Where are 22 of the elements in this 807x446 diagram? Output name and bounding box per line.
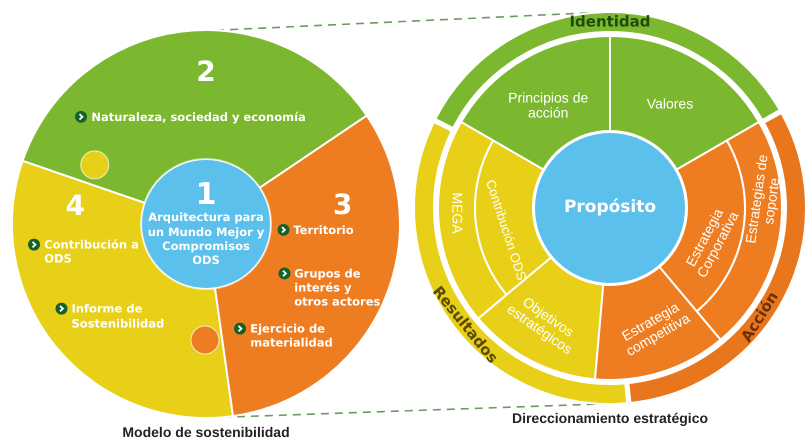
piece-label: MEGA: [450, 192, 464, 236]
bullet-text: Territorio: [293, 223, 354, 238]
piece-label: Principios de acción: [507, 90, 590, 120]
bullet-text: Ejercicio de materialidad: [250, 321, 334, 350]
ring-band: [435, 12, 780, 129]
band-label: Identidad: [569, 14, 651, 30]
piece-label: Estrategias de soporte: [742, 152, 783, 246]
puzzle-circle: [12, 30, 400, 418]
caption-text: Direccionamiento estratégico: [512, 410, 708, 426]
bullet-text: Contribución a ODS: [44, 238, 140, 266]
center-label: Arquitectura para un Mundo Mejor y Compromisos ODS: [147, 210, 265, 268]
bullet-text: Informe de Sostenibilidad: [72, 302, 166, 331]
bullet-text: Naturaleza, sociedad y economía: [91, 110, 306, 124]
caption-text: Modelo de sostenibilidad: [122, 424, 290, 440]
puzzle-piece: [461, 36, 610, 170]
number-label: 3: [332, 190, 352, 219]
bullet-text: Grupos de interés y otros actores: [294, 266, 382, 310]
piece-label: Valores: [646, 96, 694, 112]
number-label: 1: [196, 180, 216, 210]
number-label: 4: [66, 192, 86, 220]
center-label: Propósito: [564, 197, 656, 219]
number-label: 2: [196, 58, 216, 86]
